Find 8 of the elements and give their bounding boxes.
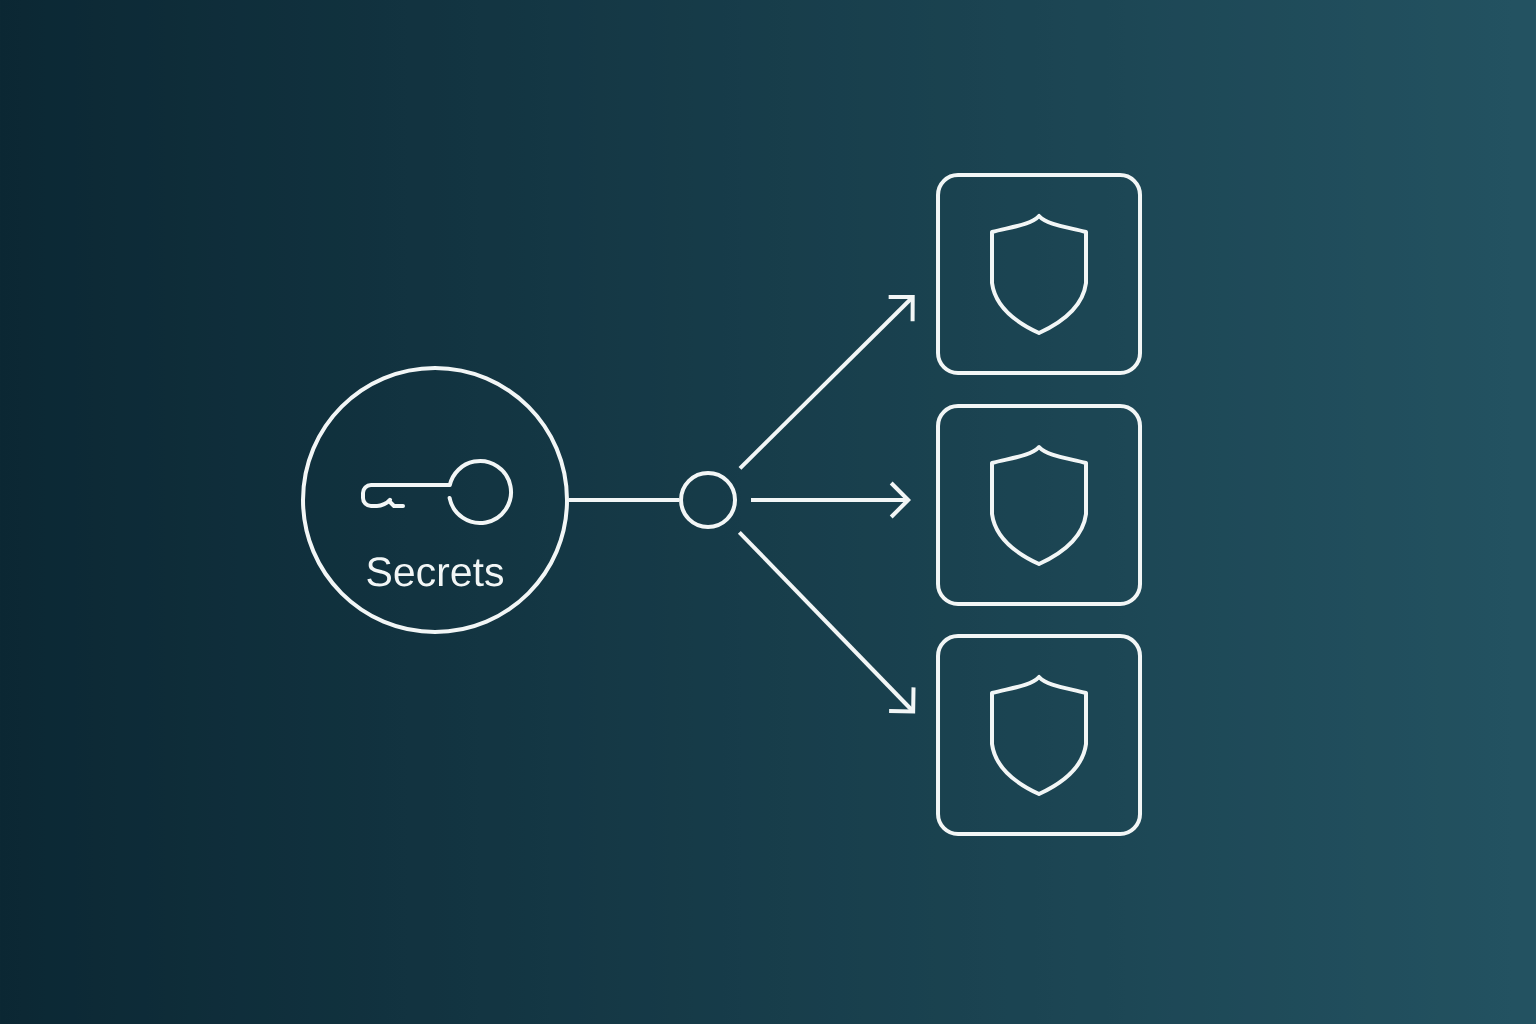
rounded-box (936, 634, 1142, 836)
junction-circle (679, 471, 737, 529)
arrow (751, 481, 911, 519)
rounded-box (936, 173, 1142, 375)
arrow (738, 295, 915, 470)
connector-line (569, 498, 679, 502)
arrow (737, 530, 916, 714)
rounded-box (936, 404, 1142, 606)
